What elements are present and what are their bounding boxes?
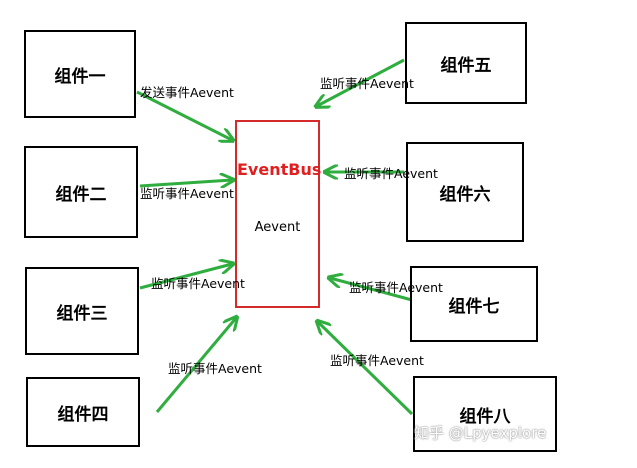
node-c7: 组件七	[410, 266, 538, 342]
arrow-c4-to-bus	[155, 318, 236, 413]
node-c4-label: 组件四	[57, 404, 109, 425]
edge-label-c2: 监听事件Aevent	[140, 186, 234, 201]
arrow-c5-to-bus	[317, 58, 405, 106]
node-c8: 组件八	[413, 376, 557, 452]
edge-label-c1: 发送事件Aevent	[140, 85, 234, 100]
node-c2-label: 组件二	[55, 184, 107, 205]
arrow-c2-to-bus	[139, 180, 232, 186]
watermark: 知乎 @Lpyexplore	[414, 424, 547, 442]
edge-label-c7: 监听事件Aevent	[349, 280, 443, 295]
arrow-c1-to-bus	[136, 90, 232, 140]
edge-label-c4: 监听事件Aevent	[168, 361, 262, 376]
node-c6: 组件六	[406, 142, 524, 242]
node-c3: 组件三	[25, 267, 139, 355]
eventbus-event: Aevent	[254, 220, 301, 235]
edge-label-c6: 监听事件Aevent	[344, 166, 438, 181]
arrow-c8-to-bus	[318, 322, 414, 416]
edge-label-c5: 监听事件Aevent	[320, 76, 414, 91]
node-c2: 组件二	[24, 146, 138, 238]
eventbus-box: EventBus Aevent	[235, 120, 322, 308]
node-c1-label: 组件一	[54, 66, 106, 87]
node-c7-label: 组件七	[448, 296, 500, 317]
edge-label-c8: 监听事件Aevent	[330, 353, 424, 368]
node-c5: 组件五	[405, 22, 527, 104]
node-c3-label: 组件三	[56, 303, 108, 324]
node-c4: 组件四	[26, 377, 140, 447]
edge-label-c3: 监听事件Aevent	[151, 276, 245, 291]
arrow-c7-to-bus	[330, 278, 413, 302]
arrow-c3-to-bus	[139, 264, 232, 290]
node-c1: 组件一	[24, 30, 136, 118]
node-c5-label: 组件五	[440, 55, 492, 76]
eventbus-title: EventBus	[237, 160, 322, 179]
node-c8-label: 组件八	[459, 406, 511, 427]
node-c6-label: 组件六	[439, 184, 491, 205]
